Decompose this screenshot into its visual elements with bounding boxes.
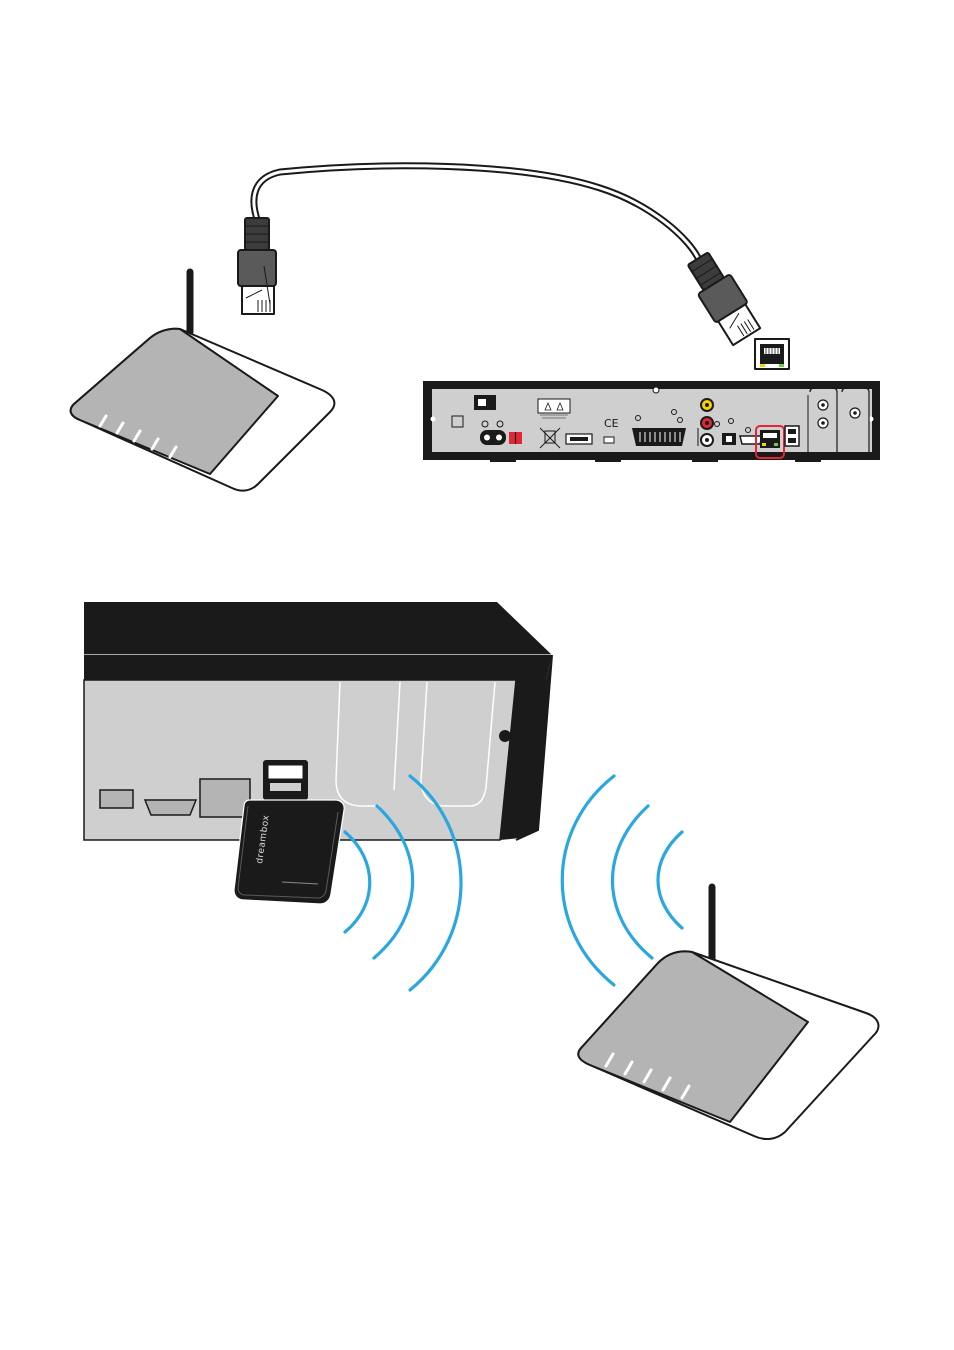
rj45-plug-right [682,249,763,347]
ce-mark: CE [604,417,619,430]
rj45-plug-left [238,218,276,314]
usb-port-rear [100,790,133,808]
wifi-router-top [71,272,335,491]
wifi-waves-router [562,776,682,985]
hdmi-port [740,436,762,444]
power-socket [480,430,506,445]
ethernet-cable [254,166,700,262]
hdmi-port-rear [145,800,196,815]
lan-socket-icon [755,339,789,369]
receiver-back-panel: CE [423,381,880,462]
